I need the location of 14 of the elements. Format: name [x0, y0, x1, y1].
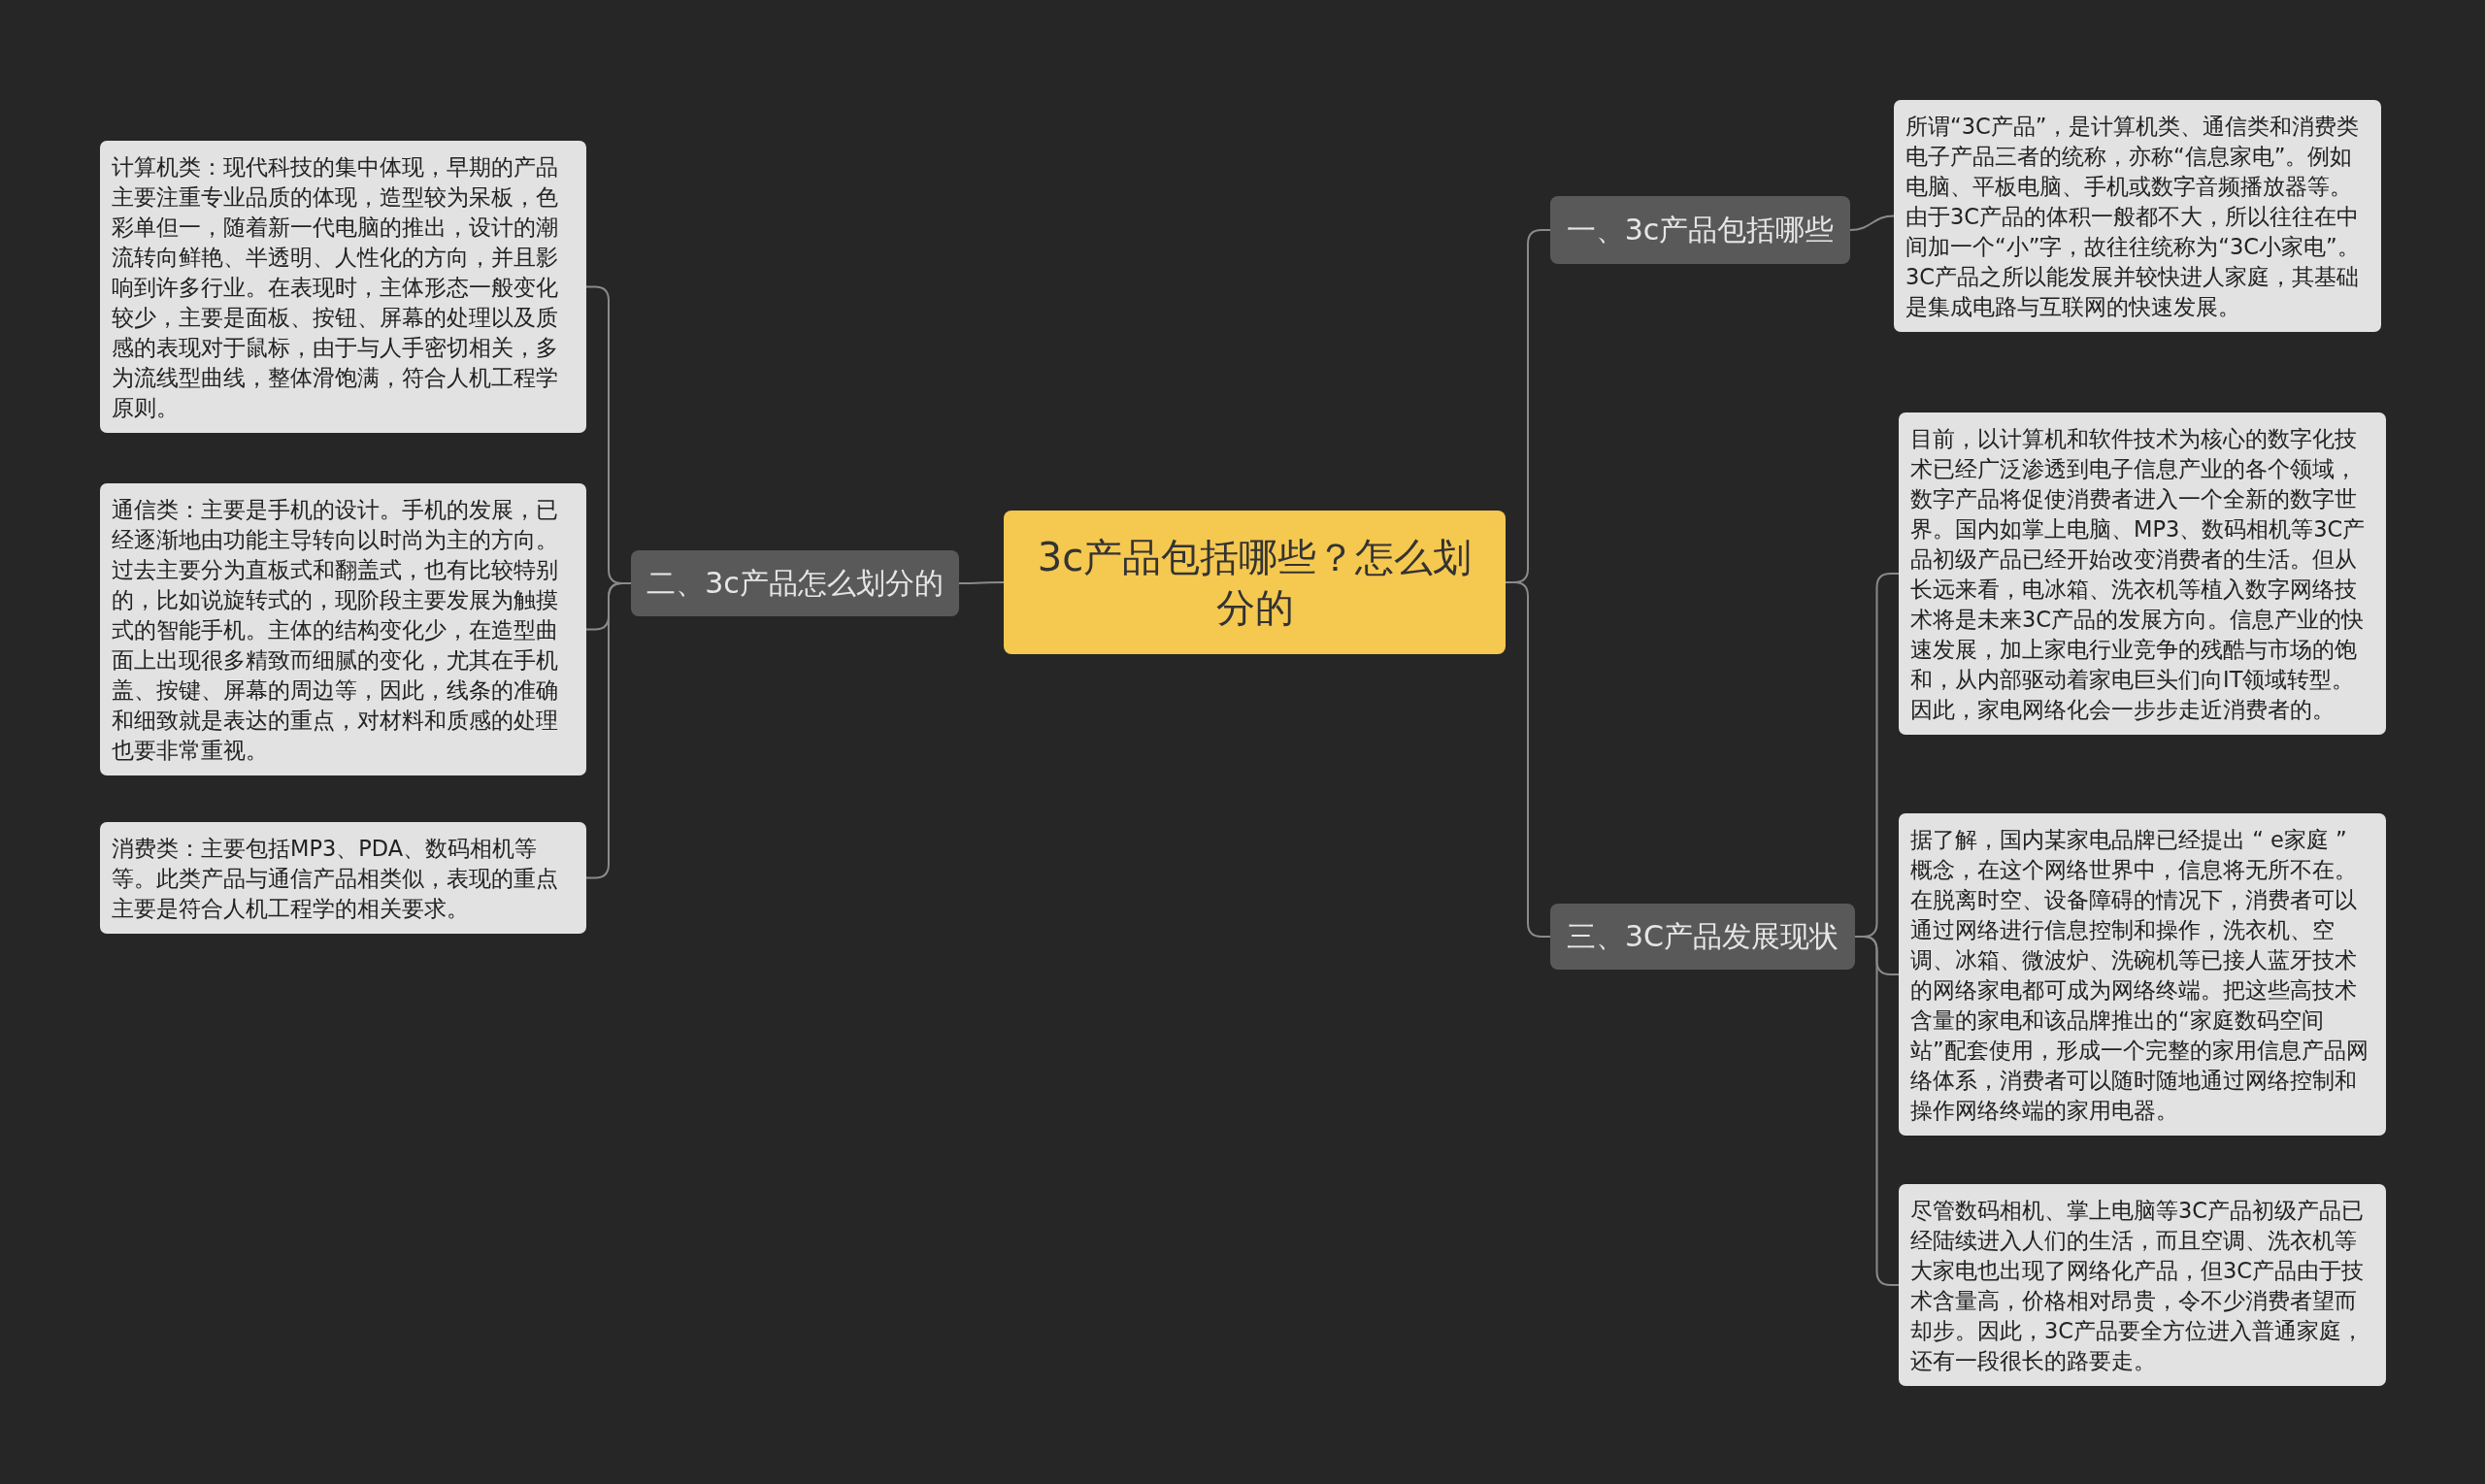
note-box: 目前，以计算机和软件技术为核心的数字化技术已经广泛渗透到电子信息产业的各个领域，数字产品将促使消费者进入一个全新的数字世界。国内如掌上电脑、MP3、数码相机等3C产品初级产品已经开始改变消费者的生活。但从长远来看，电冰箱、洗衣机等植入数字网络技术将是未来3C产品的发展方向。信息产业的快速发展，加上家电行业竞争的残酷与市场的饱和，从内部驱动着家电巨头们向IT领域转型。因此，家电网络化会一步步走近消费者的。 — [1899, 412, 2386, 735]
central-topic-box: 3c产品包括哪些？怎么划分的 — [1004, 511, 1506, 654]
note-box: 所谓“3C产品”，是计算机类、通信类和消费类电子产品三者的统称，亦称“信息家电”。例如电脑、平板电脑、手机或数字音频播放器等。由于3C产品的体积一般都不大，所以往往在中间加一个“小”字，故往往统称为“3C小家电”。3C产品之所以能发展并较快进人家庭，其基础是集成电路与互联网的快速发展。 — [1894, 100, 2381, 332]
note-box: 通信类：主要是手机的设计。手机的发展，已经逐渐地由功能主导转向以时尚为主的方向。过去主要分为直板式和翻盖式，也有比较特别的，比如说旋转式的，现阶段主要发展为触摸式的智能手机。主体的结构变化少，在造型曲面上出现很多精致而细腻的变化，尤其在手机盖、按键、屏幕的周边等，因此，线条的准确和细致就是表达的重点，对材料和质感的处理也要非常重视。 — [100, 483, 586, 775]
connector-line — [1849, 214, 1895, 231]
note-box: 据了解，国内某家电品牌已经提出 “ e家庭 ” 概念，在这个网络世界中，信息将无所不在。在脱离时空、设备障碍的情况下，消费者可以通过网络进行信息控制和操作，洗衣机、空调、冰箱、微波炉、洗碗机等已接人蓝牙技术的网络家电都可成为网络终端。把这些高技术含量的家电和该品牌推出的“家庭数码空间站”配套使用，形成一个完整的家用信息产品网络体系，消费者可以随时随地通过网络控制和操作网络终端的家用电器。 — [1899, 813, 2386, 1136]
note-box: 消费类：主要包括MP3、PDA、数码相机等等。此类产品与通信产品相类似，表现的重点主要是符合人机工程学的相关要求。 — [100, 822, 586, 934]
topic-box: 二、3c产品怎么划分的 — [631, 550, 959, 616]
note-box: 计算机类：现代科技的集中体现，早期的产品主要注重专业品质的体现，造型较为呆板，色彩单但一，随着新一代电脑的推出，设计的潮流转向鲜艳、半透明、人性化的方向，并且影响到许多行业。在表现时，主体形态一般变化较少，主要是面板、按钮、屏幕的处理以及质感的表现对于鼠标，由于与人手密切相关，多为流线型曲线，整体滑饱满，符合人机工程学原则。 — [100, 141, 586, 433]
note-box: 尽管数码相机、掌上电脑等3C产品初级产品已经陆续进入人们的生活，而且空调、洗衣机等大家电也出现了网络化产品，但3C产品由于技术含量高，价格相对昂贵，令不少消费者望而却步。因此，3C产品要全方位进入普通家庭，还有一段很长的路要走。 — [1899, 1184, 2386, 1386]
connector-line — [958, 581, 1005, 584]
connector-line — [585, 582, 632, 879]
topic-box: 三、3C产品发展现状 — [1550, 904, 1855, 970]
topic-box: 一、3c产品包括哪些 — [1550, 196, 1850, 264]
